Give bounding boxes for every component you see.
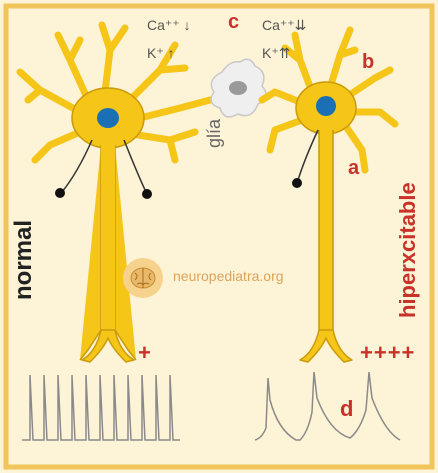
normal-label: normal: [12, 220, 36, 300]
glia-label: glía: [205, 119, 223, 148]
glia-cell: [211, 59, 266, 117]
watermark-text: neuropediatra.org: [173, 269, 284, 283]
synapse-line: [62, 140, 92, 192]
ion-label-k-hyper: K⁺⇈: [262, 46, 290, 60]
label-b: b: [362, 52, 374, 72]
ion-label-ca-normal: Ca⁺⁺ ↓: [147, 18, 191, 32]
hyperexcitable-label: hiperxcitable: [397, 182, 419, 318]
brain-icon: [123, 258, 163, 298]
synapse-terminal: [55, 188, 65, 198]
label-d: d: [340, 398, 353, 420]
hyperexcitable-burst-trace: [255, 372, 400, 440]
hyperexcitable-nucleus: [316, 96, 336, 116]
normal-neuron: [20, 25, 210, 362]
label-c: c: [228, 12, 239, 32]
ion-label-ca-hyper: Ca⁺⁺⇊: [262, 18, 306, 32]
synapse-line: [298, 130, 318, 180]
plus-hyperexcitable: ++++: [360, 342, 415, 364]
synapse-terminal: [292, 178, 302, 188]
synapse-terminal: [142, 189, 152, 199]
synapse-line: [124, 140, 146, 192]
plus-normal: +: [138, 342, 151, 364]
normal-spike-trace: [22, 375, 180, 440]
label-a: a: [348, 158, 359, 178]
normal-nucleus: [97, 108, 119, 128]
ion-label-k-normal: K⁺ ↑: [147, 46, 175, 60]
hyperexcitable-neuron: [262, 30, 395, 362]
